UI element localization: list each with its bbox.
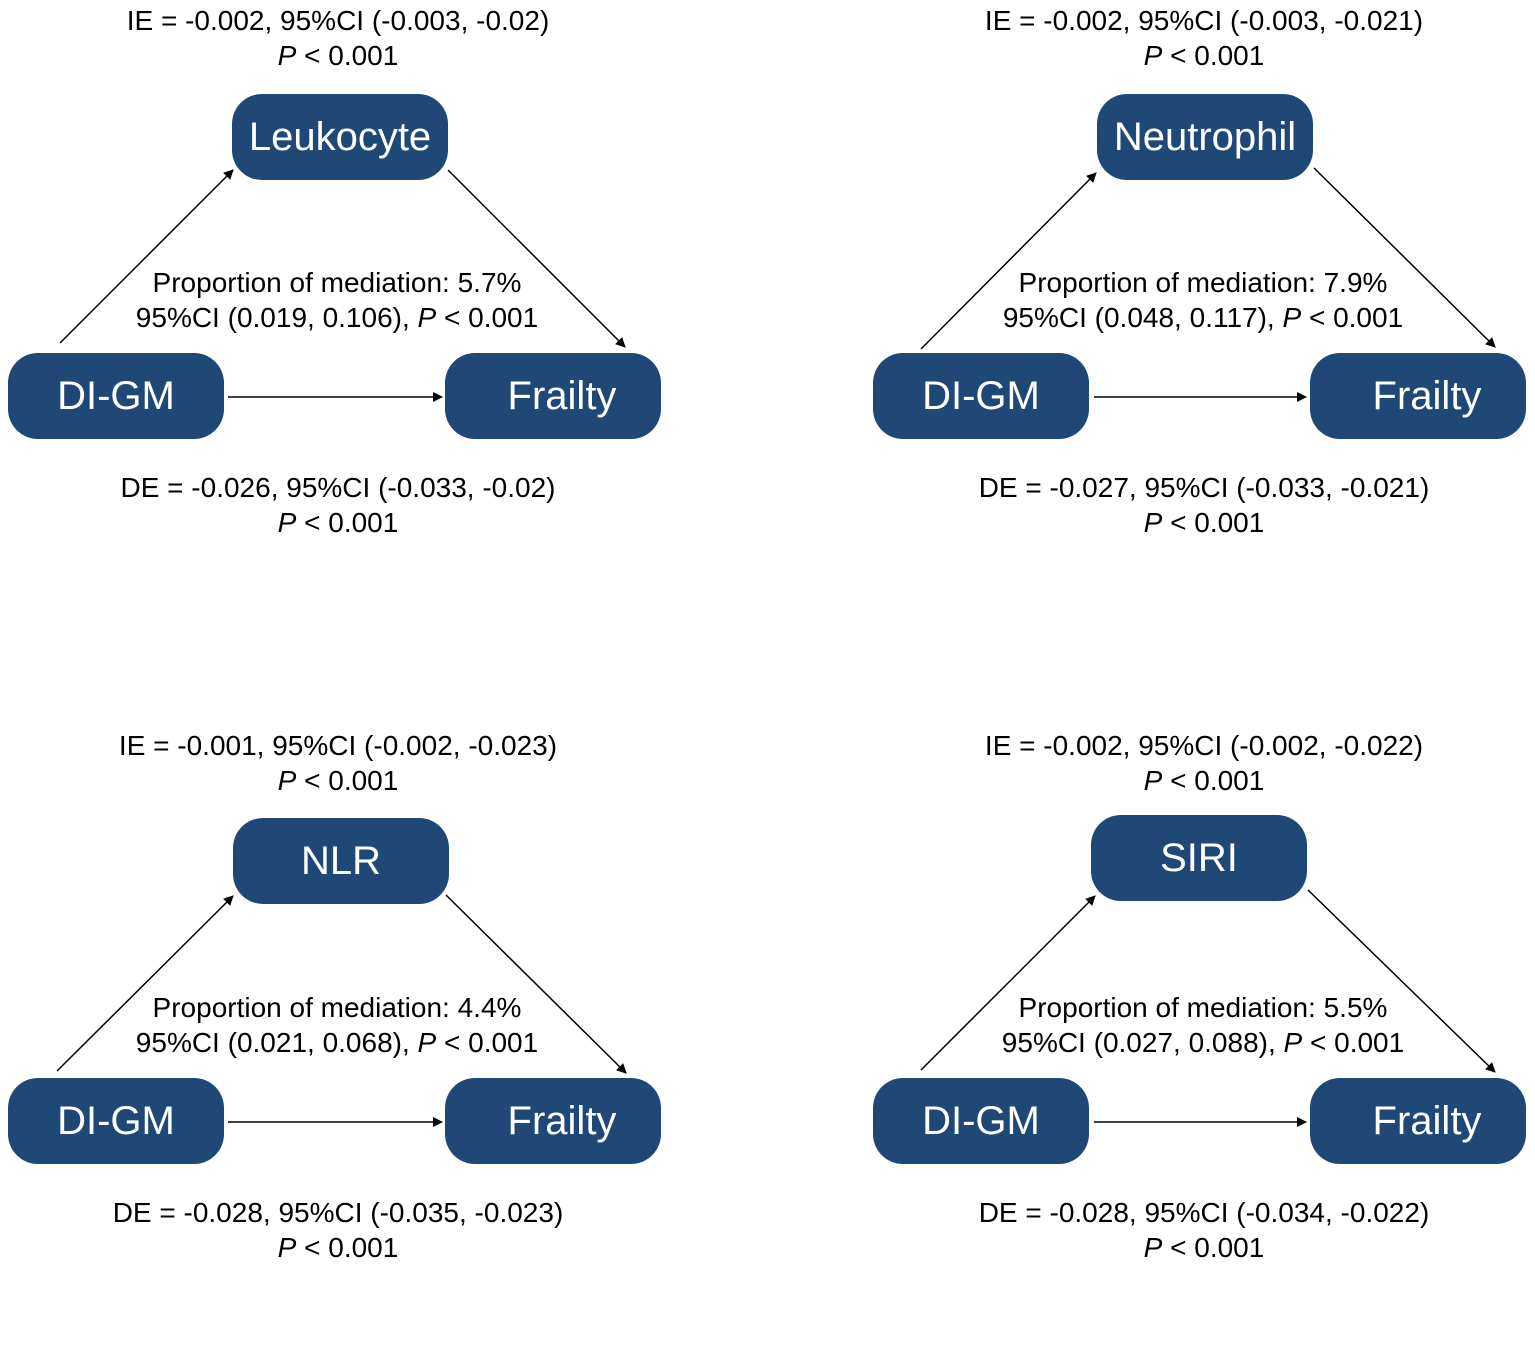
arrow-mediator-to-outcome: [1307, 889, 1496, 1073]
mediator-node: Neutrophil: [1097, 94, 1313, 180]
exposure-node: DI-GM: [8, 1078, 224, 1164]
direct-effect-label: DE = -0.028, 95%CI (-0.034, -0.022) P < …: [978, 1197, 1430, 1263]
exposure-node: DI-GM: [873, 1078, 1089, 1164]
panel-arrows: [59, 169, 626, 402]
exposure-node: DI-GM: [8, 353, 224, 439]
arrow-mediator-to-outcome: [1313, 167, 1496, 348]
panel-arrows: [920, 167, 1496, 402]
indirect-effect-label: IE = -0.002, 95%CI (-0.003, -0.021) P < …: [984, 5, 1424, 71]
mediation-panel-leukocyte: IE = -0.002, 95%CI (-0.003, -0.02) P < 0…: [0, 0, 767, 633]
arrow-exposure-to-mediator: [59, 169, 234, 344]
arrow-exposure-to-mediator: [56, 895, 234, 1072]
indirect-effect-label: IE = -0.002, 95%CI (-0.003, -0.02) P < 0…: [126, 5, 550, 71]
arrow-exposure-to-mediator: [920, 895, 1096, 1071]
mediation-panel-siri: IE = -0.002, 95%CI (-0.002, -0.022) P < …: [866, 725, 1535, 1358]
proportion-mediated-label: Proportion of mediation: 4.4% 95%CI (0.0…: [135, 992, 539, 1058]
arrow-mediator-to-outcome: [447, 169, 626, 348]
indirect-effect-label: IE = -0.001, 95%CI (-0.002, -0.023) P < …: [118, 730, 558, 796]
mediator-node: NLR: [233, 818, 449, 904]
outcome-node: Frailty: [1310, 353, 1526, 439]
proportion-mediated-label: Proportion of mediation: 5.7% 95%CI (0.0…: [135, 267, 539, 333]
indirect-effect-label: IE = -0.002, 95%CI (-0.002, -0.022) P < …: [984, 730, 1424, 796]
direct-effect-label: DE = -0.027, 95%CI (-0.033, -0.021) P < …: [978, 472, 1430, 538]
exposure-node: DI-GM: [873, 353, 1089, 439]
mediation-panel-neutrophil: IE = -0.002, 95%CI (-0.003, -0.021) P < …: [866, 0, 1535, 633]
outcome-node: Frailty: [445, 353, 661, 439]
direct-effect-label: DE = -0.028, 95%CI (-0.035, -0.023) P < …: [112, 1197, 564, 1263]
proportion-mediated-label: Proportion of mediation: 5.5% 95%CI (0.0…: [1001, 992, 1405, 1058]
outcome-node: Frailty: [445, 1078, 661, 1164]
panel-arrows: [56, 894, 627, 1127]
mediator-node: SIRI: [1091, 815, 1307, 901]
direct-effect-label: DE = -0.026, 95%CI (-0.033, -0.02) P < 0…: [120, 472, 556, 538]
mediator-node: Leukocyte: [232, 94, 448, 180]
arrow-exposure-to-mediator: [920, 172, 1097, 350]
panel-arrows: [920, 889, 1496, 1127]
mediation-panel-nlr: IE = -0.001, 95%CI (-0.002, -0.023) P < …: [0, 725, 767, 1358]
proportion-mediated-label: Proportion of mediation: 7.9% 95%CI (0.0…: [1002, 267, 1404, 333]
arrow-mediator-to-outcome: [445, 894, 627, 1074]
outcome-node: Frailty: [1310, 1078, 1526, 1164]
